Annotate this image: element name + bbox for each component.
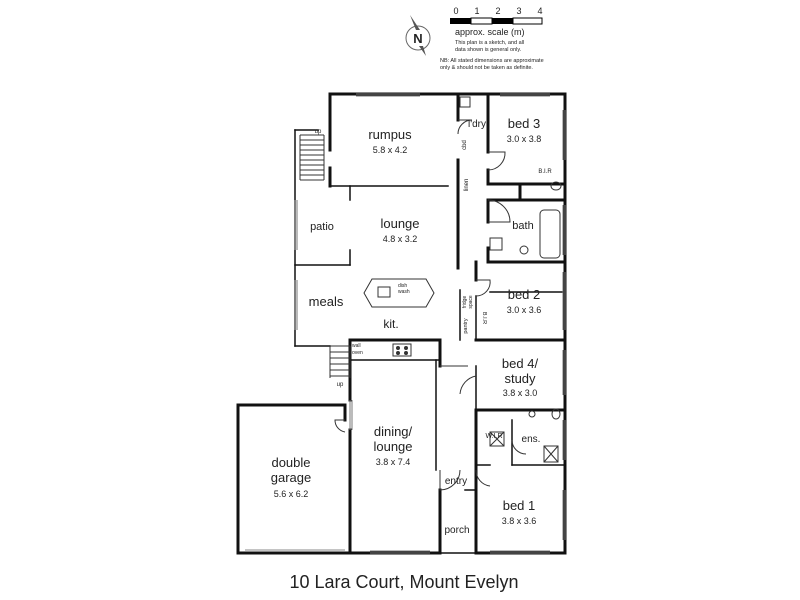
compass-north-label: N bbox=[413, 31, 422, 46]
scale-title: approx. scale (m) bbox=[455, 27, 525, 37]
room-dining-name-1: dining/ bbox=[374, 424, 413, 439]
fridge-space-label-1: fridge bbox=[462, 296, 468, 309]
room-bed3-name: bed 3 bbox=[508, 116, 541, 131]
stairs-lower-up-label: up bbox=[337, 382, 344, 388]
scale-nb-2: only & should not be taken as definite. bbox=[440, 65, 533, 71]
scale-tick-4: 4 bbox=[537, 6, 542, 16]
room-garage-name-2: garage bbox=[271, 470, 311, 485]
washing-machine-icon bbox=[459, 96, 471, 108]
room-dining-name-2: lounge bbox=[373, 439, 412, 454]
dish-wash-label-2: wash bbox=[398, 289, 410, 295]
stairs-lower-icon bbox=[329, 345, 351, 378]
kitchen-island bbox=[363, 278, 435, 308]
room-kit-name: kit. bbox=[383, 317, 398, 331]
room-porch-name: porch bbox=[444, 525, 469, 536]
room-labels: rumpus 5.8 x 4.2 l'dry bed 3 3.0 x 3.8 B… bbox=[271, 116, 553, 536]
scale-tick-2: 2 bbox=[495, 6, 500, 16]
stairs-upper-up-label: up bbox=[315, 129, 322, 135]
scale-tick-3: 3 bbox=[516, 6, 521, 16]
shower-icon bbox=[543, 445, 559, 463]
stairs-upper-icon bbox=[299, 134, 325, 181]
room-bed2-name: bed 2 bbox=[508, 287, 541, 302]
toilet-icon bbox=[550, 181, 562, 191]
room-bir3-name: B.I.R bbox=[538, 169, 552, 175]
scale-nb-1: NB: All stated dimensions are approximat… bbox=[440, 58, 544, 64]
wall-oven-label-1: wall bbox=[352, 343, 361, 349]
scale-note-2: data shown is general only. bbox=[455, 47, 522, 53]
cooktop-icon bbox=[392, 343, 412, 357]
scale-bar: 0 1 2 3 4 approx. scale (m) This plan is… bbox=[440, 6, 544, 71]
room-patio-name: patio bbox=[310, 221, 334, 233]
basin-icon bbox=[489, 237, 503, 251]
room-bed4-dims: 3.8 x 3.0 bbox=[503, 388, 538, 398]
scale-tick-0: 0 bbox=[453, 6, 458, 16]
room-bed2-dims: 3.0 x 3.6 bbox=[507, 305, 542, 315]
shower-icon bbox=[489, 431, 505, 447]
north-compass-icon: N bbox=[405, 15, 431, 56]
dish-wash-label-1: dish bbox=[398, 283, 407, 289]
fixtures bbox=[299, 96, 562, 463]
room-lounge-name: lounge bbox=[380, 216, 419, 231]
room-wir-name: W.I.R bbox=[485, 433, 502, 440]
room-dining-dims: 3.8 x 7.4 bbox=[376, 457, 411, 467]
linen-label: linen bbox=[464, 179, 470, 192]
room-entry-name: entry bbox=[445, 476, 467, 487]
room-ens-name: ens. bbox=[522, 434, 541, 445]
property-address: 10 Lara Court, Mount Evelyn bbox=[289, 572, 518, 592]
pantry-label: pantry bbox=[463, 318, 469, 334]
room-rumpus-dims: 5.8 x 4.2 bbox=[373, 145, 408, 155]
basin-icon bbox=[519, 245, 529, 255]
room-bed4-name-2: study bbox=[504, 371, 536, 386]
room-garage-dims: 5.6 x 6.2 bbox=[274, 489, 309, 499]
room-meals-name: meals bbox=[309, 294, 344, 309]
room-bed1-name: bed 1 bbox=[503, 498, 536, 513]
windows bbox=[294, 93, 566, 554]
fixture-labels: cbd linen wall oven dish wash fridge spa… bbox=[315, 129, 487, 388]
sink-icon bbox=[377, 286, 391, 298]
room-bed3-dims: 3.0 x 3.8 bbox=[507, 134, 542, 144]
room-ldry-name: l'dry bbox=[468, 119, 486, 130]
room-bed4-name-1: bed 4/ bbox=[502, 356, 539, 371]
room-rumpus-name: rumpus bbox=[368, 127, 412, 142]
room-lounge-dims: 4.8 x 3.2 bbox=[383, 234, 418, 244]
bir2-label: B.I.R bbox=[481, 312, 487, 324]
scale-tick-1: 1 bbox=[474, 6, 479, 16]
fridge-space-label-2: space bbox=[468, 295, 474, 309]
toilet-icon bbox=[551, 408, 561, 420]
room-bed1-dims: 3.8 x 3.6 bbox=[502, 516, 537, 526]
doors bbox=[334, 119, 527, 491]
bathtub-icon bbox=[539, 209, 561, 259]
cbd-label: cbd bbox=[462, 140, 468, 150]
wall-oven-label-2: oven bbox=[352, 350, 363, 356]
scale-note-1: This plan is a sketch, and all bbox=[455, 40, 524, 46]
room-bath-name: bath bbox=[512, 220, 533, 232]
basin-icon bbox=[528, 410, 536, 418]
room-garage-name-1: double bbox=[271, 455, 310, 470]
